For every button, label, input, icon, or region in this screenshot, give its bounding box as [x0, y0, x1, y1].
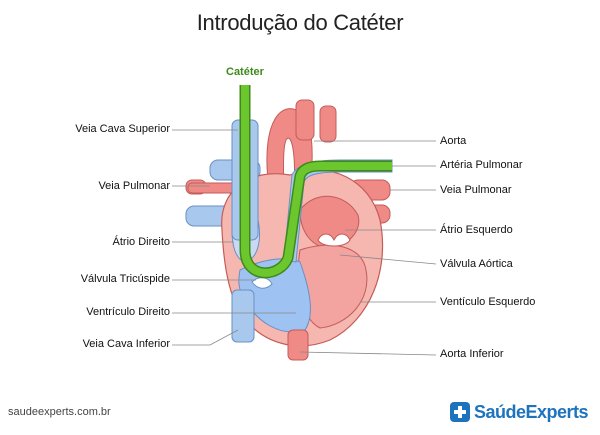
aortic-valve-icon — [317, 233, 351, 247]
footer-site-url: saudeexperts.com.br — [8, 406, 111, 418]
label-atrio-esquerdo: Átrio Esquerdo — [440, 224, 513, 236]
label-cateter: Catéter — [226, 66, 264, 78]
page-title: Introdução do Catéter — [196, 10, 404, 35]
label-valvula-tricuspide: Válvula Tricúspide — [80, 273, 170, 285]
label-arteria-pulmonar: Artéria Pulmonar — [440, 159, 523, 171]
brand-name-part2: Experts — [525, 401, 589, 422]
label-veia-pulmonar-left: Veia Pulmonar — [98, 180, 170, 192]
tricuspid-valve-icon — [251, 277, 273, 289]
label-venticulo-esquerdo: Ventículo Esquerdo — [440, 296, 536, 308]
label-atrio-direito: Átrio Direito — [112, 236, 170, 248]
label-aorta-inferior: Aorta Inferior — [440, 348, 504, 360]
label-veia-cava-inferior: Veia Cava Inferior — [82, 338, 170, 350]
label-veia-cava-superior: Veia Cava Superior — [75, 123, 170, 135]
leader-lines — [172, 129, 437, 356]
label-valvula-aortica: Válvula Aórtica — [440, 258, 513, 270]
brand-logo: Saúde Experts — [450, 400, 589, 424]
medical-cross-icon — [450, 402, 470, 422]
inferior-aorta — [287, 329, 309, 361]
brand-name-part1: Saúde — [474, 401, 526, 422]
label-veia-pulmonar-right: Veia Pulmonar — [440, 184, 512, 196]
label-ventriculo-direito: Ventrículo Direito — [86, 306, 170, 318]
inferior-vena-cava — [231, 289, 255, 343]
label-aorta: Aorta — [440, 135, 467, 147]
